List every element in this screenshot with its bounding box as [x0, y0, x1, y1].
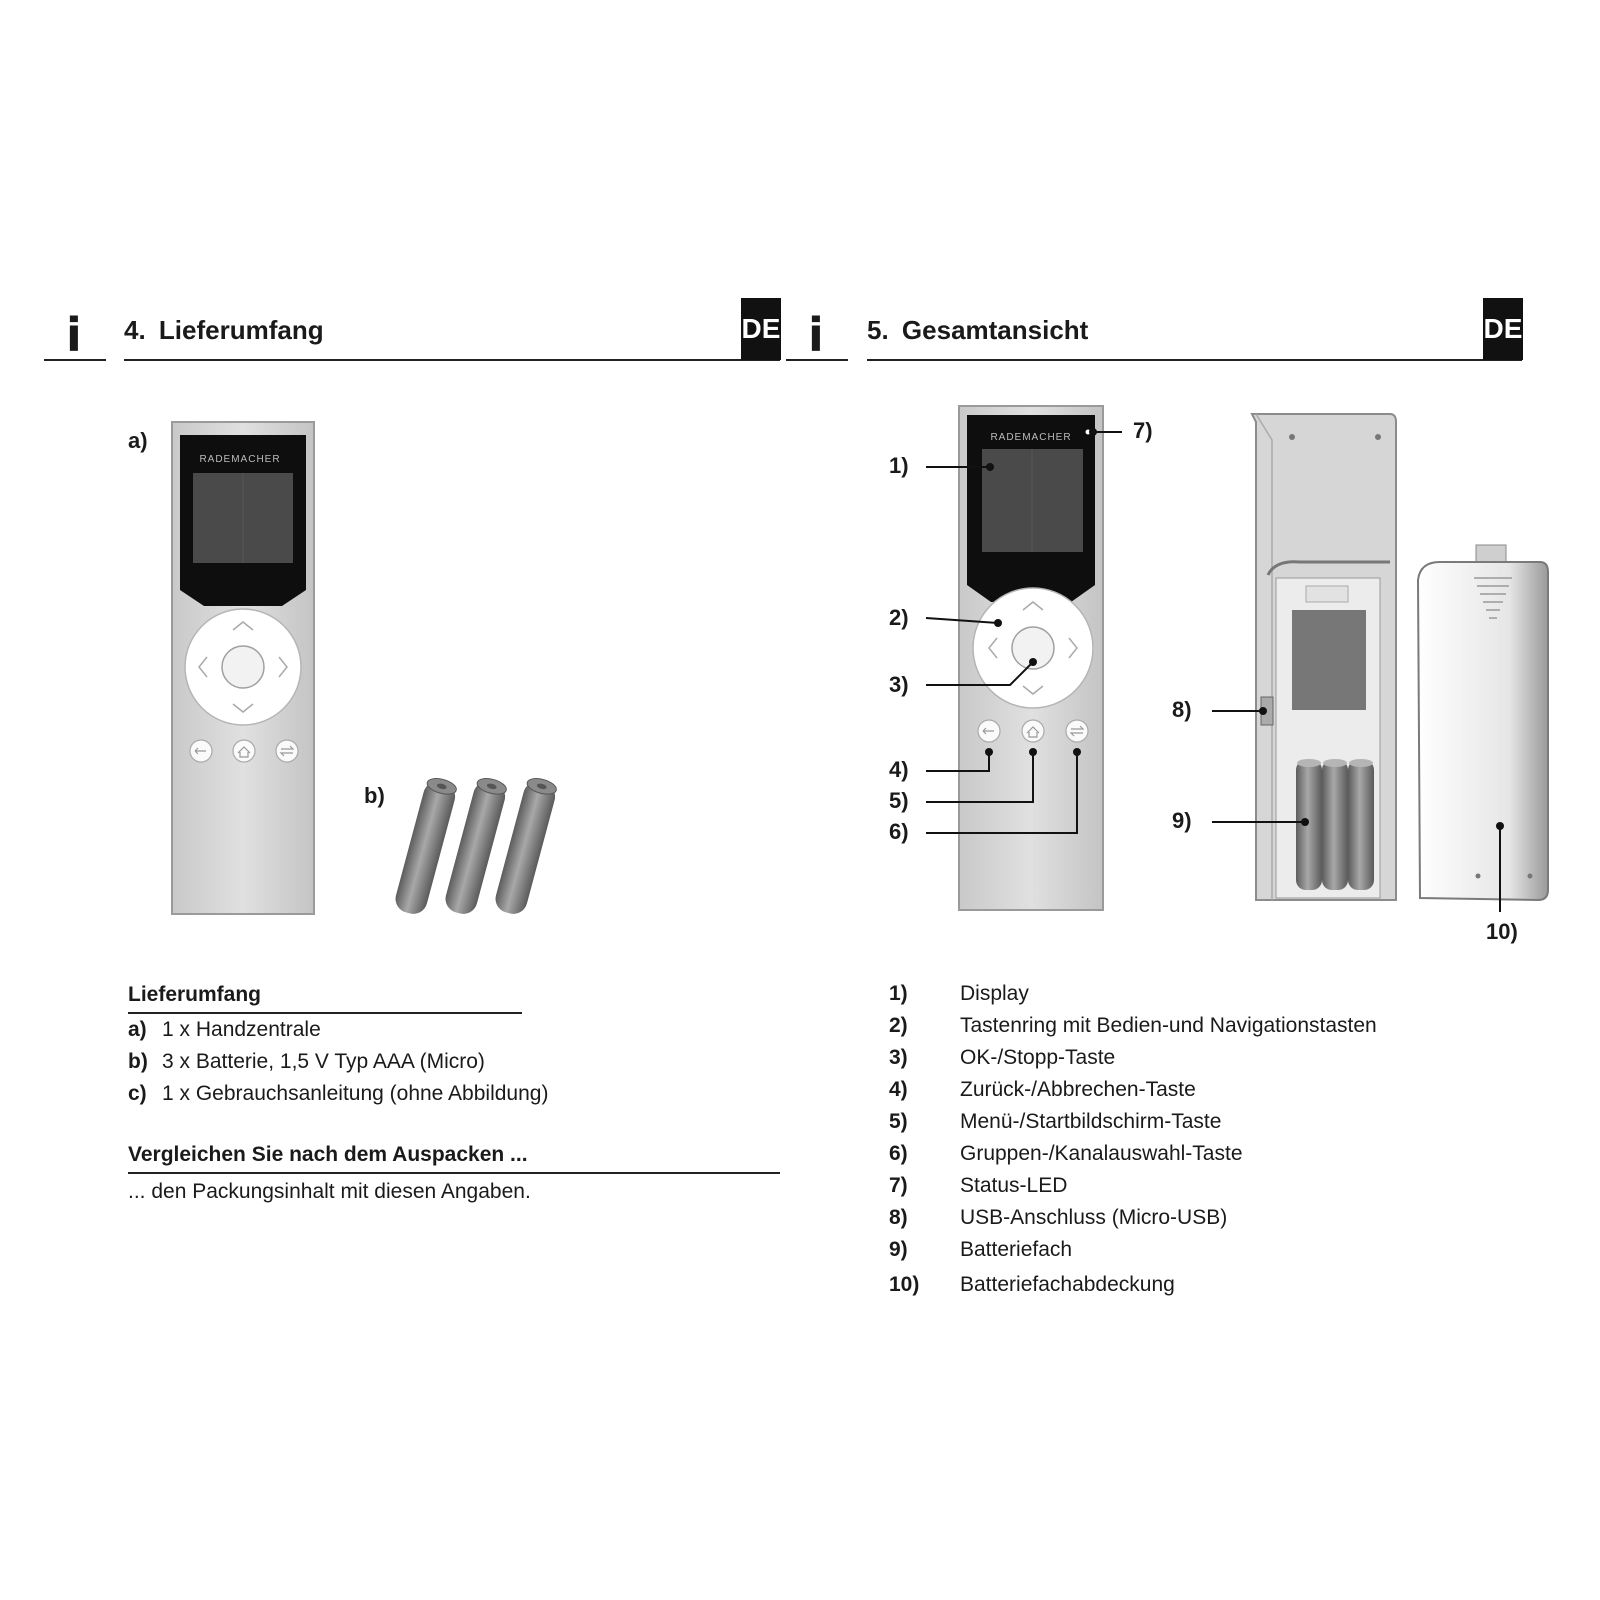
- cycle-icon: [279, 745, 295, 757]
- section-number: 4.: [124, 315, 146, 345]
- legend-item: 10)Batteriefachabdeckung: [889, 1273, 1175, 1296]
- callout-4: 4): [889, 757, 909, 782]
- ok-button: [1011, 626, 1055, 670]
- remote-control-front-view: RADEMACHER: [958, 405, 1104, 911]
- battery: [1296, 760, 1322, 890]
- language-badge: DE: [741, 298, 781, 360]
- language-badge: DE: [1483, 298, 1523, 360]
- callout-9: 9): [1172, 808, 1192, 833]
- legend-item: 3)OK-/Stopp-Taste: [889, 1046, 1116, 1069]
- chevron-right-icon: [1068, 637, 1078, 659]
- section-title-gesamtansicht: 5. Gesamtansicht: [867, 315, 1088, 346]
- callout-3: 3): [889, 672, 909, 697]
- ok-button: [221, 645, 265, 689]
- chevron-up-icon: [1022, 601, 1044, 611]
- legend-item: 6)Gruppen-/Kanalauswahl-Taste: [889, 1142, 1243, 1165]
- group-button: [1065, 719, 1089, 743]
- group-button: [275, 739, 299, 763]
- subhead-rule: [128, 1012, 522, 1014]
- back-icon: [194, 747, 206, 755]
- chevron-left-icon: [988, 637, 998, 659]
- figure-label-a: a): [128, 428, 148, 453]
- header-rule-icon-left: [44, 359, 106, 361]
- subhead-rule: [128, 1172, 780, 1174]
- legend-item: 4)Zurück-/Abbrechen-Taste: [889, 1078, 1196, 1101]
- legend-item: 8)USB-Anschluss (Micro-USB): [889, 1206, 1228, 1229]
- chevron-down-icon: [232, 703, 254, 713]
- brand-label: RADEMACHER: [199, 454, 280, 465]
- section-number: 5.: [867, 315, 889, 345]
- header-rule-left: [124, 359, 780, 361]
- info-icon: i: [808, 308, 824, 362]
- battery-cover: [1416, 544, 1549, 902]
- section-title-text: Gesamtansicht: [901, 315, 1089, 345]
- header-rule-right: [867, 359, 1522, 361]
- remote-control-figure-a: RADEMACHER: [171, 421, 315, 915]
- home-button: [1021, 719, 1045, 743]
- callout-2: 2): [889, 605, 909, 630]
- home-icon: [1026, 726, 1040, 738]
- label-plate: [1292, 610, 1366, 710]
- battery: [1348, 760, 1374, 890]
- home-icon: [237, 746, 251, 758]
- info-icon: i: [66, 308, 82, 362]
- chevron-left-icon: [198, 656, 208, 678]
- header-rule-icon-right: [786, 359, 848, 361]
- chevron-up-icon: [232, 621, 254, 631]
- leader-lines: [925, 431, 1501, 912]
- home-button: [232, 739, 256, 763]
- remote-control-back-view: [1250, 413, 1397, 901]
- batteries-figure-b: [395, 778, 557, 914]
- subhead-vergleichen: Vergleichen Sie nach dem Auspacken ...: [128, 1143, 528, 1166]
- section-title-lieferumfang: 4. Lieferumfang: [124, 315, 324, 346]
- legend-item: 1)Display: [889, 982, 1029, 1005]
- callout-7: 7): [1133, 418, 1153, 443]
- legend-item: 5)Menü-/Startbildschirm-Taste: [889, 1110, 1222, 1133]
- legend-item: 7)Status-LED: [889, 1174, 1068, 1197]
- leader-dots: [985, 428, 1504, 830]
- chevron-right-icon: [278, 656, 288, 678]
- legend-item: 9)Batteriefach: [889, 1238, 1073, 1261]
- back-icon: [982, 727, 994, 735]
- callout-8: 8): [1172, 697, 1192, 722]
- figure-label-b: b): [364, 783, 385, 808]
- legend-item: 2)Tastenring mit Bedien-und Navigationst…: [889, 1014, 1377, 1037]
- chevron-down-icon: [1022, 685, 1044, 695]
- cycle-icon: [1069, 725, 1085, 737]
- callout-10: 10): [1486, 919, 1518, 944]
- battery: [1322, 760, 1348, 890]
- subhead-lieferumfang: Lieferumfang: [128, 983, 262, 1006]
- compare-text: ... den Packungsinhalt mit diesen Angabe…: [128, 1180, 531, 1203]
- section-title-text: Lieferumfang: [158, 315, 324, 345]
- callout-1: 1): [889, 453, 909, 478]
- brand-label: RADEMACHER: [990, 432, 1071, 443]
- callout-5: 5): [889, 788, 909, 813]
- callout-6: 6): [889, 819, 909, 844]
